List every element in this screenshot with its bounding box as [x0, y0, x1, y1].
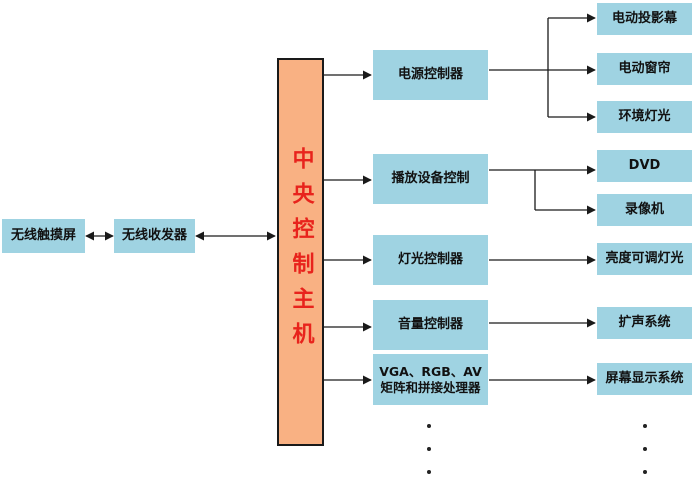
node-curtain: 电动窗帘 [597, 53, 692, 85]
ellipsis-dot [643, 424, 647, 428]
ellipsis-dot [427, 470, 431, 474]
node-dvd: DVD [597, 150, 692, 182]
node-dimmable-light: 亮度可调灯光 [597, 243, 692, 275]
node-central-host: 中央控制主机 [277, 58, 324, 446]
central-host-label: 中央控制主机 [288, 147, 314, 357]
node-ambient-light: 环境灯光 [597, 101, 692, 133]
ellipsis-dot [643, 470, 647, 474]
ellipsis-dot [427, 447, 431, 451]
node-projector-screen: 电动投影幕 [597, 3, 692, 35]
node-pa-system: 扩声系统 [597, 307, 692, 339]
ellipsis-dot [643, 447, 647, 451]
node-matrix-processor: VGA、RGB、AV矩阵和拼接处理器 [373, 354, 488, 405]
node-lighting-controller: 灯光控制器 [373, 235, 488, 285]
node-touchscreen: 无线触摸屏 [2, 219, 85, 253]
ellipsis-dot [427, 424, 431, 428]
node-power-controller: 电源控制器 [373, 50, 488, 100]
node-playback-controller: 播放设备控制 [373, 154, 488, 204]
node-transceiver: 无线收发器 [114, 219, 195, 253]
node-audio-controller: 音量控制器 [373, 300, 488, 350]
node-recorder: 录像机 [597, 194, 692, 226]
node-display-system: 屏幕显示系统 [597, 363, 692, 395]
